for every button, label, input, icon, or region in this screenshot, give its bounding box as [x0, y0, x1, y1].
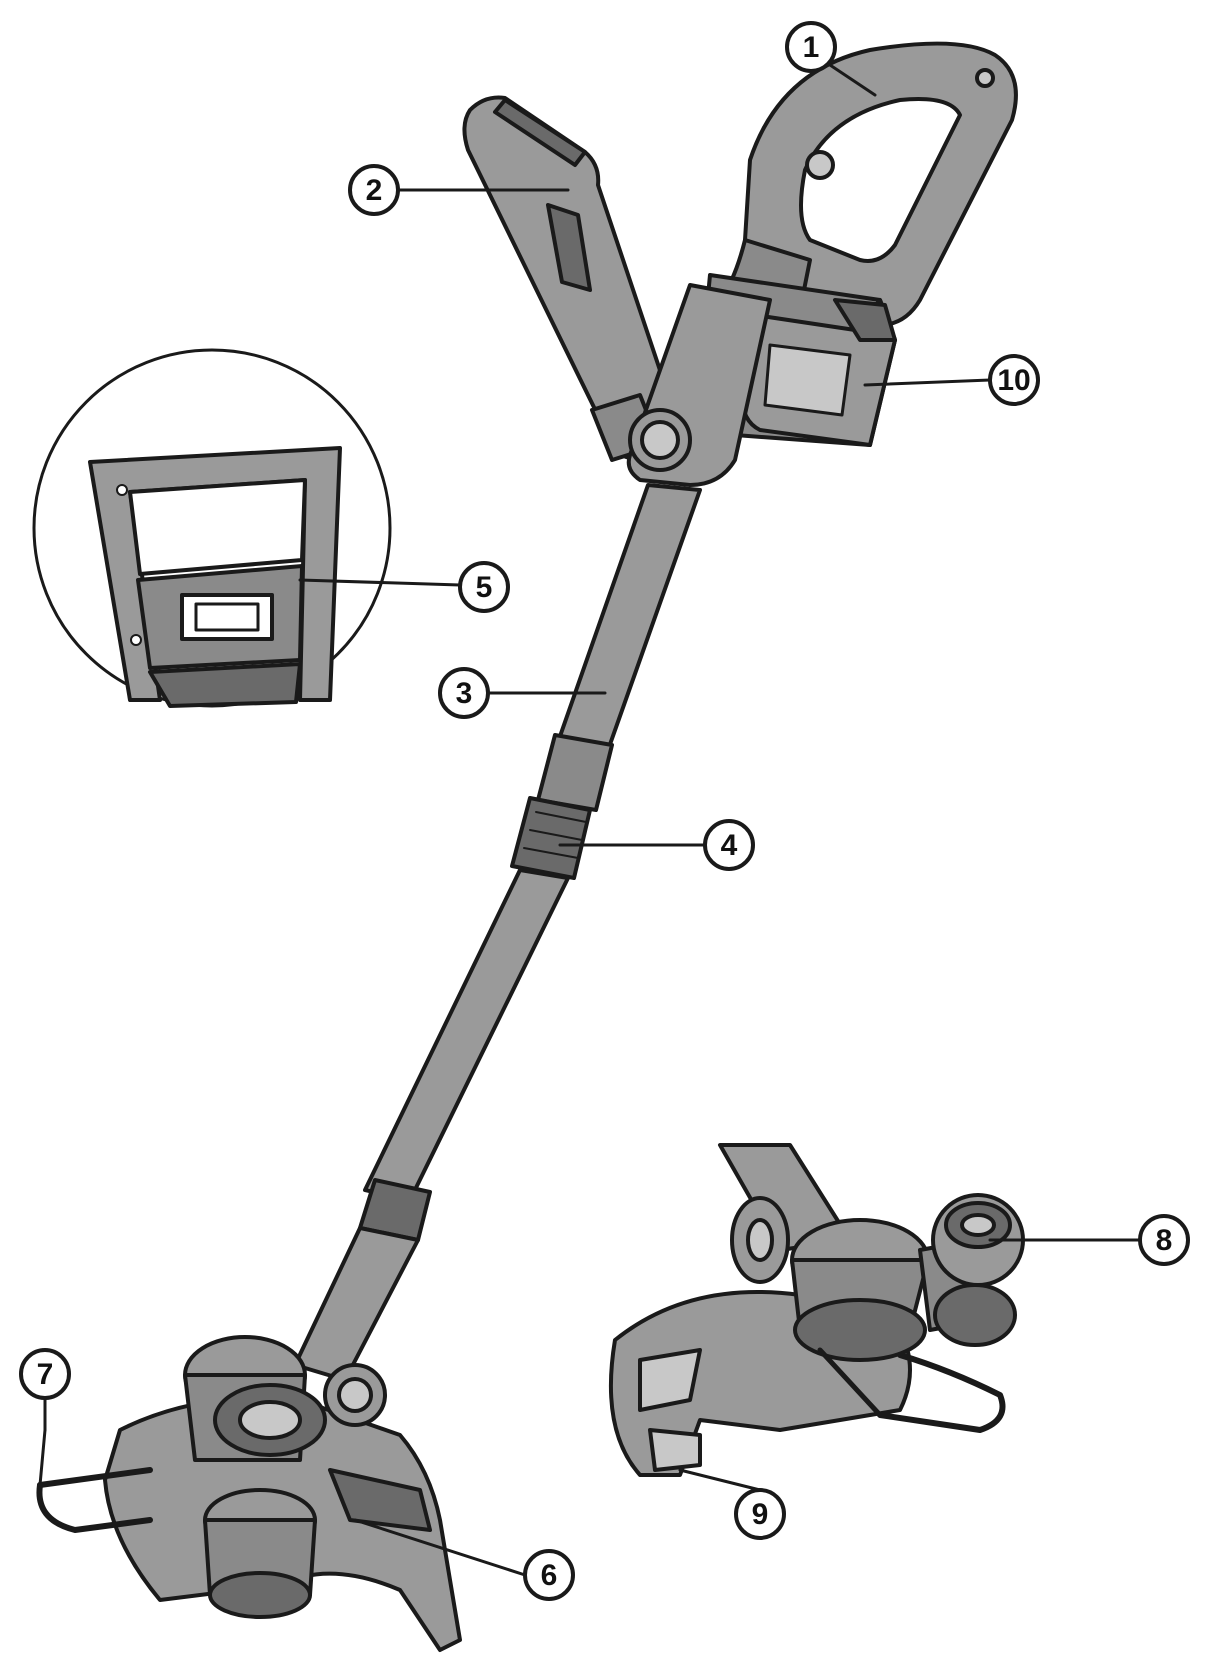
lower-collar [293, 1178, 432, 1382]
callout-5: 5 [458, 561, 510, 613]
lower-shaft [363, 868, 570, 1202]
adjust-collar [510, 733, 614, 880]
callout-6: 6 [523, 1549, 575, 1601]
callout-8: 8 [1138, 1214, 1190, 1266]
svg-text:5: 5 [476, 571, 493, 604]
callout-9: 9 [734, 1488, 786, 1540]
svg-text:6: 6 [541, 1559, 558, 1592]
leader-lines [43, 53, 1142, 1577]
svg-text:3: 3 [456, 677, 473, 710]
trimmer-head-edging [608, 1143, 1025, 1477]
svg-text:7: 7 [37, 1358, 54, 1391]
callout-2: 2 [348, 164, 400, 216]
switch-detail-inset [32, 348, 392, 708]
upper-shaft [556, 483, 702, 752]
auxiliary-handle [462, 95, 684, 462]
callout-1: 1 [785, 21, 837, 73]
svg-text:10: 10 [997, 364, 1030, 397]
callout-4: 4 [703, 819, 755, 871]
svg-text:2: 2 [366, 174, 383, 207]
callout-7: 7 [19, 1348, 71, 1400]
svg-text:1: 1 [803, 31, 820, 64]
handle-joint [626, 283, 772, 487]
callout-10: 10 [988, 354, 1040, 406]
callout-3: 3 [438, 667, 490, 719]
trimmer-head-main [36, 1335, 462, 1652]
svg-text:8: 8 [1156, 1224, 1173, 1257]
svg-text:4: 4 [721, 829, 738, 862]
svg-text:9: 9 [752, 1498, 769, 1531]
main-handle [718, 41, 1018, 327]
